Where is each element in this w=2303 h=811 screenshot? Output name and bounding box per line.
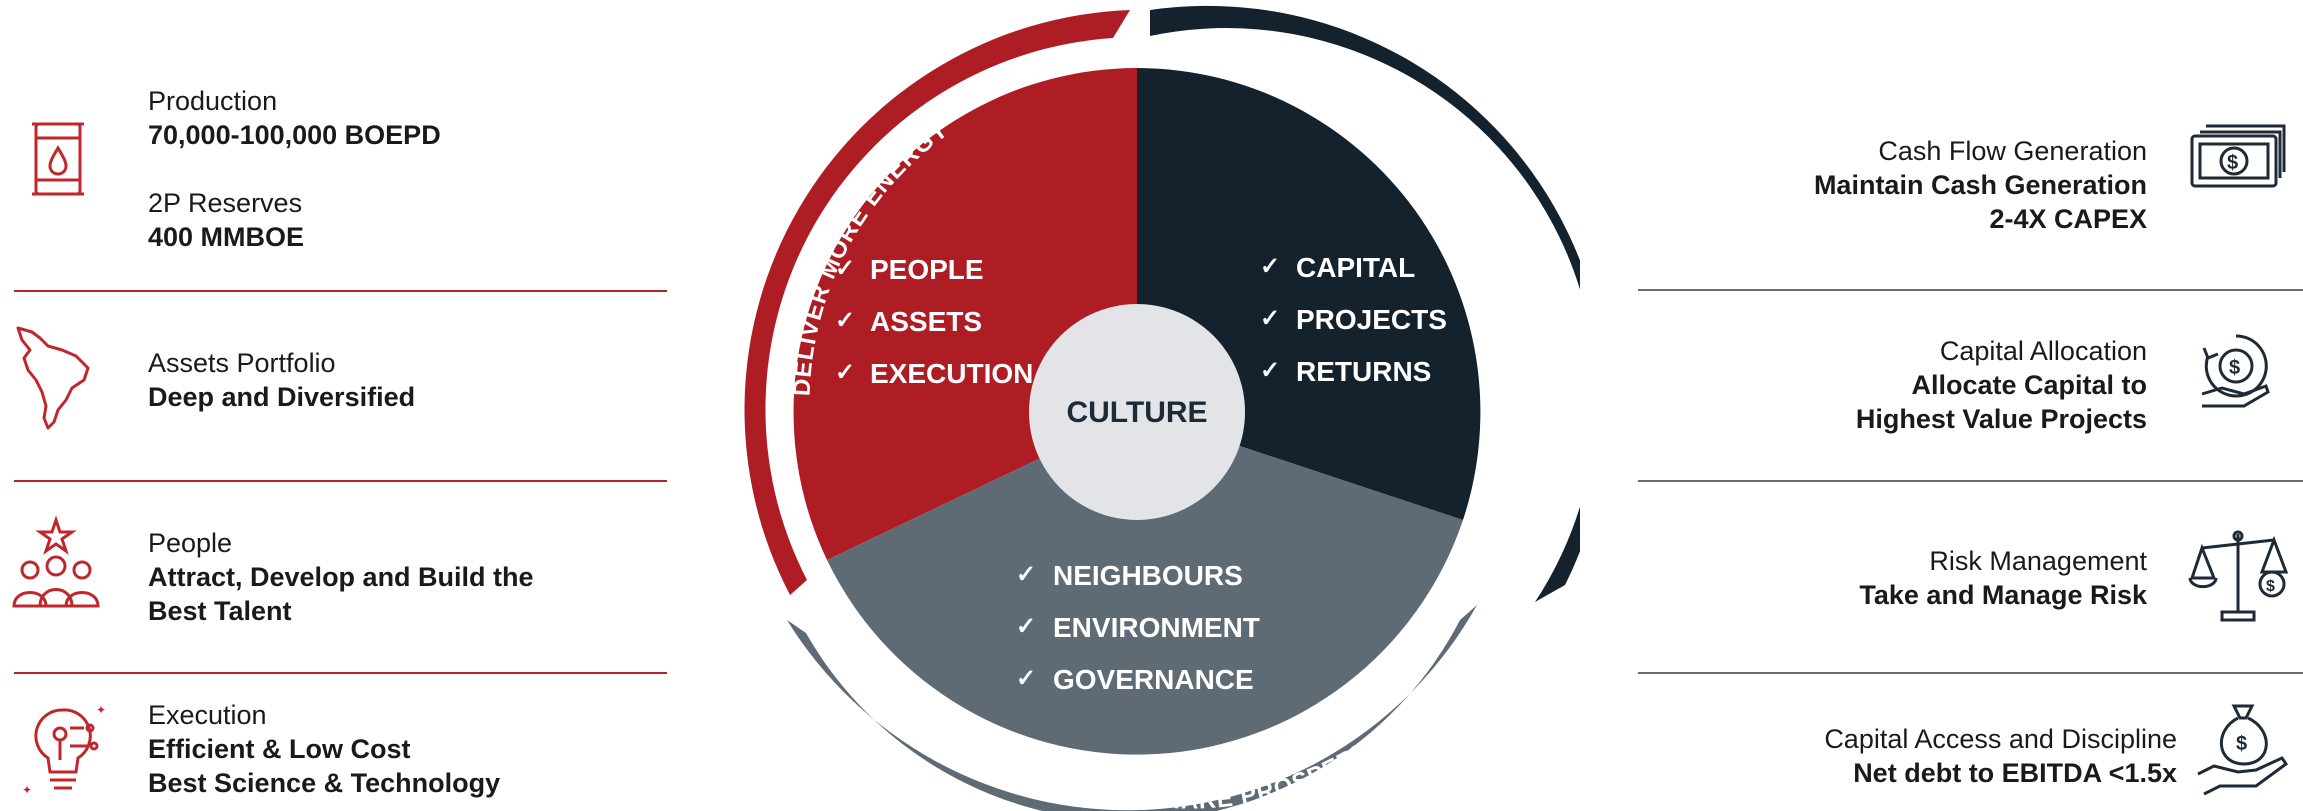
pie-grey-sector <box>827 412 1463 755</box>
item-assets: ASSETS <box>870 306 982 337</box>
cashflow-title: Cash Flow Generation <box>1878 136 2147 166</box>
allocation-title: Capital Allocation <box>1939 336 2147 366</box>
south-america-map-icon <box>10 322 100 437</box>
svg-text:$: $ <box>2236 733 2247 755</box>
execution-title: Execution <box>148 700 267 730</box>
allocation-block: Capital Allocation Allocate Capital to H… <box>1856 334 2147 436</box>
banknote-icon: $ <box>2186 118 2286 203</box>
cashflow-value-line2: 2-4X CAPEX <box>1989 204 2147 234</box>
grey-items: ✓ NEIGHBOURS ✓ ENVIRONMENT ✓ GOVERNANCE <box>1016 560 1260 695</box>
execution-value-line1: Efficient & Low Cost <box>148 734 411 764</box>
allocation-value-line2: Highest Value Projects <box>1855 404 2147 434</box>
cashflow-block: Cash Flow Generation Maintain Cash Gener… <box>1814 134 2147 236</box>
divider-right-3 <box>1638 672 2303 674</box>
divider-right-2 <box>1638 480 2303 482</box>
people-title: People <box>148 528 233 558</box>
item-execution: EXECUTION <box>870 358 1033 389</box>
divider-left-2 <box>14 480 667 482</box>
risk-value: Take and Manage Risk <box>1859 580 2147 610</box>
svg-text:$: $ <box>2229 357 2240 379</box>
production-title: Production <box>148 86 278 116</box>
production-block: Production 70,000-100,000 BOEPD <box>148 84 441 152</box>
item-capital: CAPITAL <box>1296 252 1415 283</box>
money-bag-hand-icon: $ <box>2194 700 2290 805</box>
reserves-title: 2P Reserves <box>148 188 303 218</box>
item-environment: ENVIRONMENT <box>1053 612 1260 643</box>
svg-text:✦: ✦ <box>22 783 32 797</box>
check-mark: ✓ <box>835 307 855 334</box>
reserves-block: 2P Reserves 400 MMBOE <box>148 186 304 254</box>
coin-cycle-hand-icon: $ <box>2196 330 2276 419</box>
reserves-value: 400 MMBOE <box>148 222 305 252</box>
check-mark: ✓ <box>1260 357 1280 384</box>
check-mark: ✓ <box>1260 253 1280 280</box>
dark-items: ✓ CAPITAL ✓ PROJECTS ✓ RETURNS <box>1260 252 1447 387</box>
allocation-value-line1: Allocate Capital to <box>1911 370 2147 400</box>
technology-lightbulb-icon: ✦ ✦ <box>20 700 110 805</box>
people-block: People Attract, Develop and Build the Be… <box>148 526 534 628</box>
red-items: ✓ PEOPLE ✓ ASSETS ✓ EXECUTION <box>835 254 1033 389</box>
culture-circle <box>1029 304 1245 520</box>
divider-left-3 <box>14 672 667 674</box>
assets-block: Assets Portfolio Deep and Diversified <box>148 346 415 414</box>
access-value: Net debt to EBITDA <1.5x <box>1853 758 2177 788</box>
svg-text:$: $ <box>2227 152 2238 174</box>
balance-scale-icon: $ <box>2188 526 2289 631</box>
svg-text:$: $ <box>2266 578 2275 595</box>
item-neighbours: NEIGHBOURS <box>1053 560 1243 591</box>
risk-title: Risk Management <box>1929 546 2147 576</box>
access-title: Capital Access and Discipline <box>1824 724 2177 754</box>
divider-right-1 <box>1638 289 2303 291</box>
assets-title: Assets Portfolio <box>148 348 336 378</box>
item-returns: RETURNS <box>1296 356 1431 387</box>
strategy-wheel: CULTURE ✓ PEOPLE ✓ ASSETS ✓ EXECUTION ✓ … <box>744 5 1580 811</box>
oil-barrel-icon <box>28 118 88 203</box>
production-value: 70,000-100,000 BOEPD <box>148 120 441 150</box>
item-projects: PROJECTS <box>1296 304 1447 335</box>
check-mark: ✓ <box>835 359 855 386</box>
execution-block: Execution Efficient & Low Cost Best Scie… <box>148 698 500 800</box>
culture-label: CULTURE <box>1066 396 1207 429</box>
check-mark: ✓ <box>1016 561 1036 588</box>
item-people: PEOPLE <box>870 254 984 285</box>
item-governance: GOVERNANCE <box>1053 664 1254 695</box>
people-value-line1: Attract, Develop and Build the <box>148 562 534 592</box>
cashflow-value-line1: Maintain Cash Generation <box>1813 170 2147 200</box>
check-mark: ✓ <box>1016 613 1036 640</box>
check-mark: ✓ <box>835 255 855 282</box>
access-block: Capital Access and Discipline Net debt t… <box>1824 722 2177 790</box>
svg-text:✦: ✦ <box>96 703 106 717</box>
people-team-icon <box>6 514 106 619</box>
outer-arc-red <box>744 10 1130 595</box>
check-mark: ✓ <box>1016 665 1036 692</box>
execution-value-line2: Best Science & Technology <box>148 768 501 798</box>
risk-block: Risk Management Take and Manage Risk <box>1859 544 2147 612</box>
people-value-line2: Best Talent <box>148 596 292 626</box>
check-mark: ✓ <box>1260 305 1280 332</box>
divider-left-1 <box>14 290 667 292</box>
assets-value: Deep and Diversified <box>148 382 416 412</box>
